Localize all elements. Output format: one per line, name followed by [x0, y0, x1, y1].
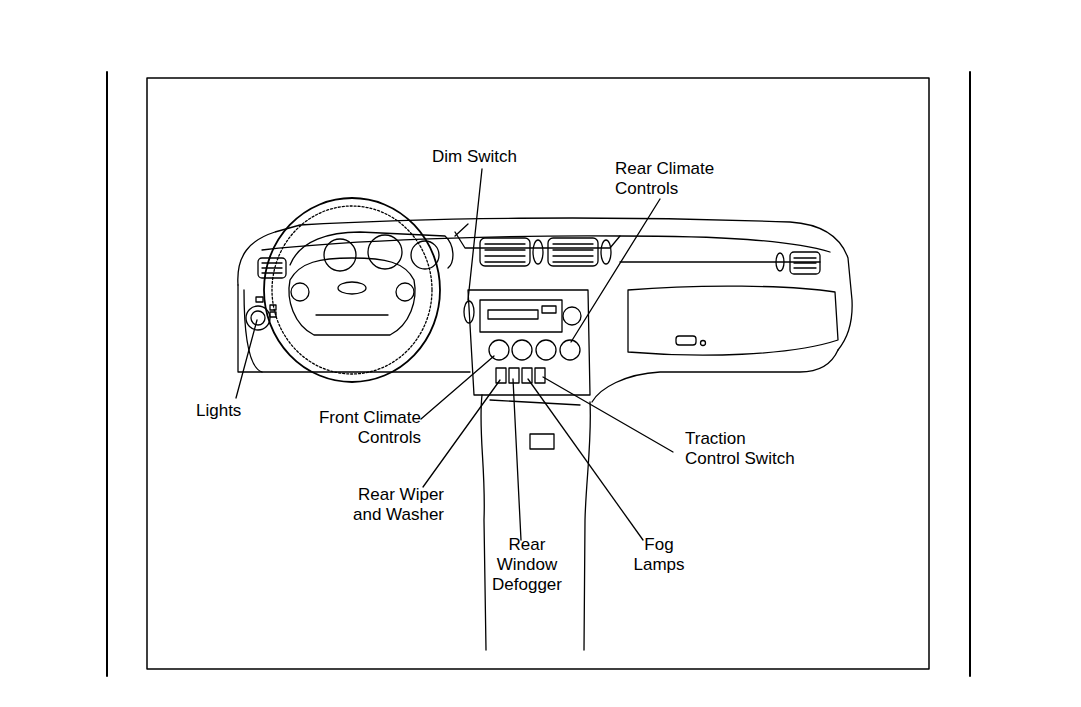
- wheel-grip: [272, 206, 432, 374]
- callout-label: Front Climate Controls: [311, 408, 421, 448]
- dash-crease: [262, 236, 830, 252]
- wheel-spoke: [316, 314, 388, 315]
- glove-lock: [701, 341, 706, 346]
- leader-line: [468, 169, 482, 300]
- stalk: [455, 224, 468, 236]
- dim-switch: [464, 301, 474, 323]
- callout-label: Rear Wiper and Washer: [348, 485, 444, 525]
- callout-label: Rear Window Defogger: [487, 535, 567, 595]
- leader-line: [423, 380, 500, 487]
- console-side: [481, 395, 486, 650]
- callout-label: Dim Switch: [432, 147, 517, 167]
- gauge-hood: [290, 232, 453, 268]
- console-bin: [530, 434, 554, 449]
- vent-knob: [533, 240, 543, 264]
- light-switch: [246, 306, 270, 330]
- rocker-switch: [496, 368, 506, 383]
- leader-line: [528, 379, 643, 540]
- page-rule: [969, 72, 971, 676]
- callout-label: Lights: [196, 401, 241, 421]
- radio-knob: [563, 307, 581, 325]
- radio-display: [542, 306, 556, 313]
- small-switch: [270, 312, 276, 317]
- leader-line: [236, 320, 257, 398]
- center-stack: [468, 290, 590, 395]
- wheel-button: [291, 283, 309, 301]
- glove-box: [628, 286, 838, 355]
- console-side: [584, 402, 590, 650]
- wheel-emblem: [338, 282, 366, 294]
- page-rule: [106, 72, 108, 676]
- small-switch: [256, 297, 263, 302]
- cassette-slot: [488, 310, 538, 319]
- console-edge: [490, 400, 580, 405]
- dash-outline: [238, 218, 852, 350]
- vent-slats: [553, 244, 593, 262]
- leader-line: [421, 356, 494, 419]
- wheel-hub: [289, 258, 415, 335]
- vent: [258, 258, 286, 278]
- small-switch: [270, 305, 276, 310]
- callout-label: Rear Climate Controls: [615, 159, 721, 199]
- vent: [790, 252, 820, 274]
- steering-wheel: [264, 198, 440, 382]
- gauge: [324, 239, 356, 271]
- vent: [548, 238, 598, 266]
- vent: [480, 238, 530, 266]
- climate-knob: [536, 340, 556, 360]
- vent-knob: [776, 253, 784, 271]
- vent-slats: [485, 244, 525, 262]
- climate-knob: [512, 340, 532, 360]
- vent-slats: [794, 258, 816, 268]
- vent-knob: [601, 240, 611, 264]
- wheel-button: [396, 283, 414, 301]
- rocker-switch: [535, 368, 545, 383]
- radio: [480, 300, 562, 332]
- leader-line: [513, 379, 521, 540]
- light-switch-knob: [251, 311, 265, 325]
- glove-handle: [676, 336, 696, 345]
- rocker-switch: [509, 368, 519, 383]
- frame: [147, 78, 929, 669]
- climate-knob: [560, 340, 580, 360]
- callout-label: Fog Lamps: [631, 535, 687, 575]
- leader-line: [543, 377, 673, 452]
- callout-label: Traction Control Switch: [685, 429, 801, 469]
- leader-line: [571, 199, 660, 342]
- dash-outline: [592, 350, 838, 402]
- rocker-switch: [522, 368, 532, 383]
